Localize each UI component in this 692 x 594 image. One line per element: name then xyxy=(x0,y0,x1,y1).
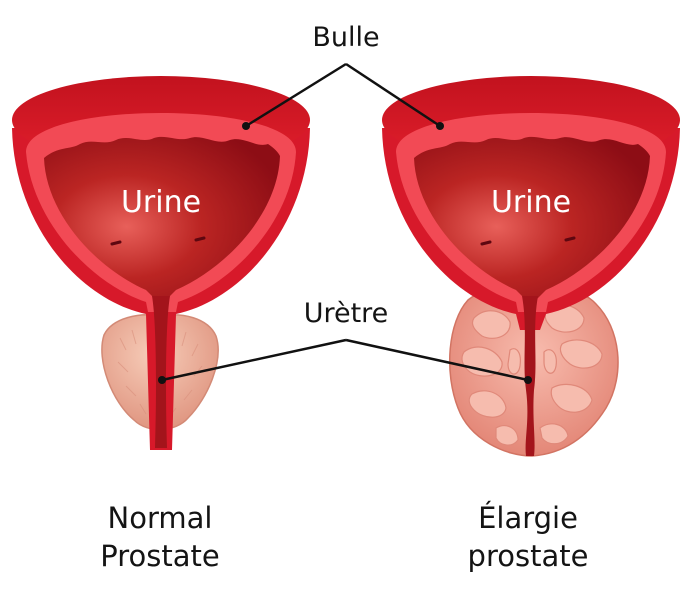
enlarged-caption-line2: prostate xyxy=(468,539,589,573)
normal-caption-line2: Prostate xyxy=(100,539,219,573)
bladder-label: Bulle xyxy=(312,22,379,53)
urethra-pointer-right xyxy=(524,376,532,384)
urethra-label: Urètre xyxy=(304,298,389,329)
enlarged-urethra xyxy=(522,296,538,456)
urethra-leader-right xyxy=(345,338,529,382)
normal-urethra xyxy=(152,296,170,448)
enlarged-urine-label: Urine xyxy=(491,185,571,220)
normal-urine-label: Urine xyxy=(121,185,201,220)
urethra-leader-left xyxy=(161,338,347,382)
bladder-leader-left xyxy=(245,62,347,128)
bladder-pointer-left xyxy=(242,122,250,130)
normal-prostate-illustration: Urine xyxy=(12,76,310,450)
normal-bladder-lumen xyxy=(44,136,280,300)
bladder-leader-right xyxy=(345,62,441,128)
enlarged-prostate-illustration: Urine xyxy=(382,76,680,457)
bladder-pointer-right xyxy=(436,122,444,130)
enlarged-bladder-lumen xyxy=(414,136,650,300)
normal-caption-line1: Normal xyxy=(108,501,213,535)
enlarged-caption-line1: Élargie xyxy=(478,501,578,535)
urethra-pointer-left xyxy=(158,376,166,384)
callout-urethra: Urètre xyxy=(158,298,532,384)
callout-bladder: Bulle xyxy=(242,22,444,130)
